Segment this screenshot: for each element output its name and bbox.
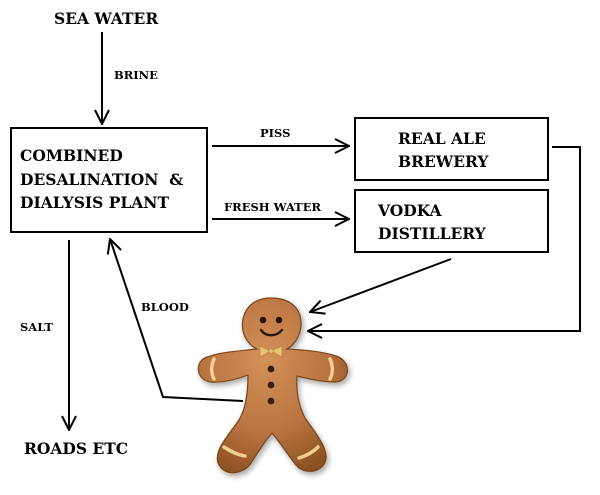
bowtie-icon — [259, 345, 283, 358]
brewery-to-man-arrow — [308, 146, 581, 331]
brewery-label: REAL ALE BREWERY — [398, 129, 491, 171]
brewery-box — [354, 117, 549, 181]
plant-label-line-3: DIALYSIS PLANT — [20, 193, 169, 212]
left-eye — [259, 316, 267, 324]
plant-box — [10, 127, 208, 233]
smile — [259, 328, 284, 337]
brewery-label-line-1: REAL ALE — [398, 129, 486, 148]
bowtie-knot — [268, 348, 274, 354]
distillery-label: VODKA DISTILLERY — [377, 201, 487, 243]
brewery-label-line-2: BREWERY — [398, 152, 489, 171]
left-leg-icing — [222, 445, 247, 458]
plant-label: COMBINED DESALINATION & DIALYSIS PLANT — [20, 146, 189, 212]
button-2 — [267, 381, 275, 389]
distillery-to-man-arrow — [310, 258, 452, 312]
salt-label: SALT — [20, 320, 53, 334]
distillery-label-line-1: VODKA — [377, 201, 443, 220]
gingerbread-man-figure — [197, 297, 348, 474]
plant-label-line-1: COMBINED — [20, 146, 123, 165]
button-1 — [267, 365, 275, 373]
piss-label: PISS — [260, 126, 290, 140]
fresh-water-label: FRESH WATER — [224, 200, 321, 214]
distillery-label-line-2: DISTILLERY — [378, 224, 487, 243]
brine-label: BRINE — [114, 68, 158, 82]
sea-water-label: SEA WATER — [54, 9, 158, 28]
distillery-box — [354, 189, 549, 253]
right-eye — [275, 316, 283, 324]
blood-arrow — [110, 239, 244, 402]
left-arm-icing — [210, 357, 216, 381]
blood-label: BLOOD — [141, 300, 189, 314]
plant-label-line-2: DESALINATION & — [20, 170, 183, 189]
roads-label: ROADS ETC — [24, 439, 128, 458]
button-3 — [267, 397, 275, 405]
right-leg-icing — [297, 445, 320, 460]
right-arm-icing — [328, 357, 334, 381]
